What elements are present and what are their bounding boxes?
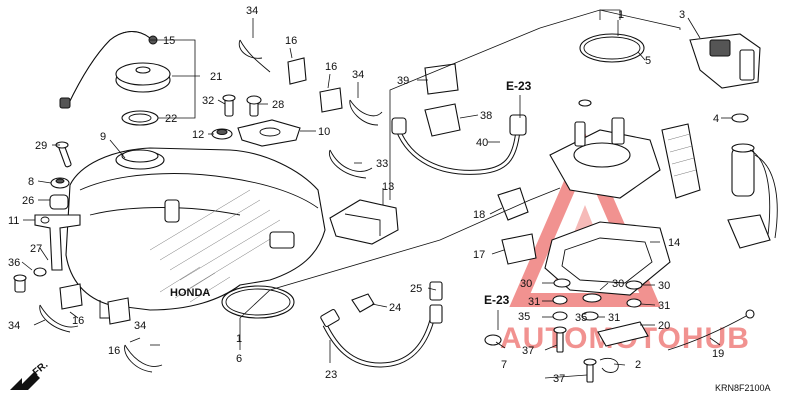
reference-label-bottom: E-23 [484, 293, 510, 307]
callout-9: 9 [100, 131, 106, 143]
tank-brand-text: HONDA [170, 287, 210, 299]
front-arrow: FR. [10, 359, 50, 390]
callout-16-d: 16 [108, 345, 120, 357]
callout-28: 28 [272, 99, 284, 111]
callout-6: 6 [236, 353, 242, 365]
callout-36: 36 [8, 257, 20, 269]
callout-17: 17 [473, 249, 485, 261]
callout-38: 38 [480, 110, 492, 122]
bracket-18 [497, 187, 529, 221]
callout-5: 5 [645, 55, 651, 67]
callout-15: 15 [163, 35, 175, 47]
callout-34-a: 34 [246, 5, 258, 17]
callout-20: 20 [658, 320, 670, 332]
callout-30-c: 30 [658, 280, 670, 292]
callout-39: 39 [397, 75, 409, 87]
callout-24: 24 [389, 302, 401, 314]
fuel-tank: HONDA [65, 147, 326, 319]
fuel-line-23 [320, 281, 443, 368]
pump-gasket [544, 221, 671, 296]
callout-37-a: 37 [522, 345, 534, 357]
callout-37-b: 37 [553, 373, 565, 385]
callout-16-a: 16 [285, 35, 297, 47]
callout-13: 13 [382, 181, 394, 193]
callout-25: 25 [410, 283, 422, 295]
leader-lines [21, 9, 732, 379]
callout-4: 4 [713, 113, 719, 125]
callout-18: 18 [473, 209, 485, 221]
callout-10: 10 [318, 126, 330, 138]
callout-29: 29 [35, 140, 47, 152]
fasteners [484, 278, 755, 383]
callout-1: 1 [618, 9, 624, 21]
callout-30-a: 30 [520, 278, 532, 290]
callout-14: 14 [668, 237, 680, 249]
tank-mount-parts [211, 94, 301, 147]
callout-23: 23 [325, 369, 337, 381]
callout-26: 26 [22, 195, 34, 207]
callout-7: 7 [501, 359, 507, 371]
fuel-pump-assembly [549, 33, 701, 199]
callout-34-b: 34 [352, 69, 364, 81]
callout-11: 11 [8, 215, 19, 227]
hose-clamps [39, 39, 383, 373]
callout-22: 22 [165, 113, 177, 125]
cover-17 [501, 233, 537, 265]
callout-32: 32 [202, 95, 214, 107]
side-mount-parts [49, 141, 72, 210]
tank-bracket [13, 214, 81, 293]
callout-8: 8 [28, 176, 34, 188]
callout-30-b: 30 [612, 278, 624, 290]
cap-gasket [121, 110, 159, 126]
callout-31-a: 31 [528, 296, 540, 308]
tank-cover [329, 199, 399, 245]
callout-12: 12 [192, 129, 204, 141]
callout-2: 2 [635, 359, 641, 371]
callout-34-c: 34 [8, 320, 20, 332]
callout-21: 21 [210, 71, 222, 83]
o-ring-6 [221, 285, 295, 319]
callout-31-b: 31 [608, 312, 620, 324]
callout-35-b: 35 [575, 312, 587, 324]
callout-1-lower: 1 [236, 333, 242, 345]
callout-33: 33 [376, 158, 388, 170]
callout-40: 40 [476, 137, 488, 149]
callout-16-b: 16 [325, 61, 337, 73]
callout-3: 3 [679, 9, 685, 21]
part-code: KRN8F2100A [715, 383, 771, 393]
callouts: 1 1 2 3 4 5 6 7 8 9 10 11 12 13 14 15 16… [8, 5, 724, 385]
clamp-33 [329, 149, 373, 172]
callout-19: 19 [712, 348, 724, 360]
rubber-cushions [59, 57, 343, 325]
callout-16-c: 16 [72, 315, 84, 327]
callout-35-a: 35 [518, 311, 530, 323]
callout-34-d: 34 [134, 320, 146, 332]
callout-31-c: 31 [658, 300, 670, 312]
fuel-line-40 [391, 63, 527, 175]
pump-module [578, 33, 778, 249]
fuel-cap [115, 62, 171, 93]
reference-label-top: E-23 [506, 79, 532, 93]
callout-27: 27 [30, 243, 42, 255]
